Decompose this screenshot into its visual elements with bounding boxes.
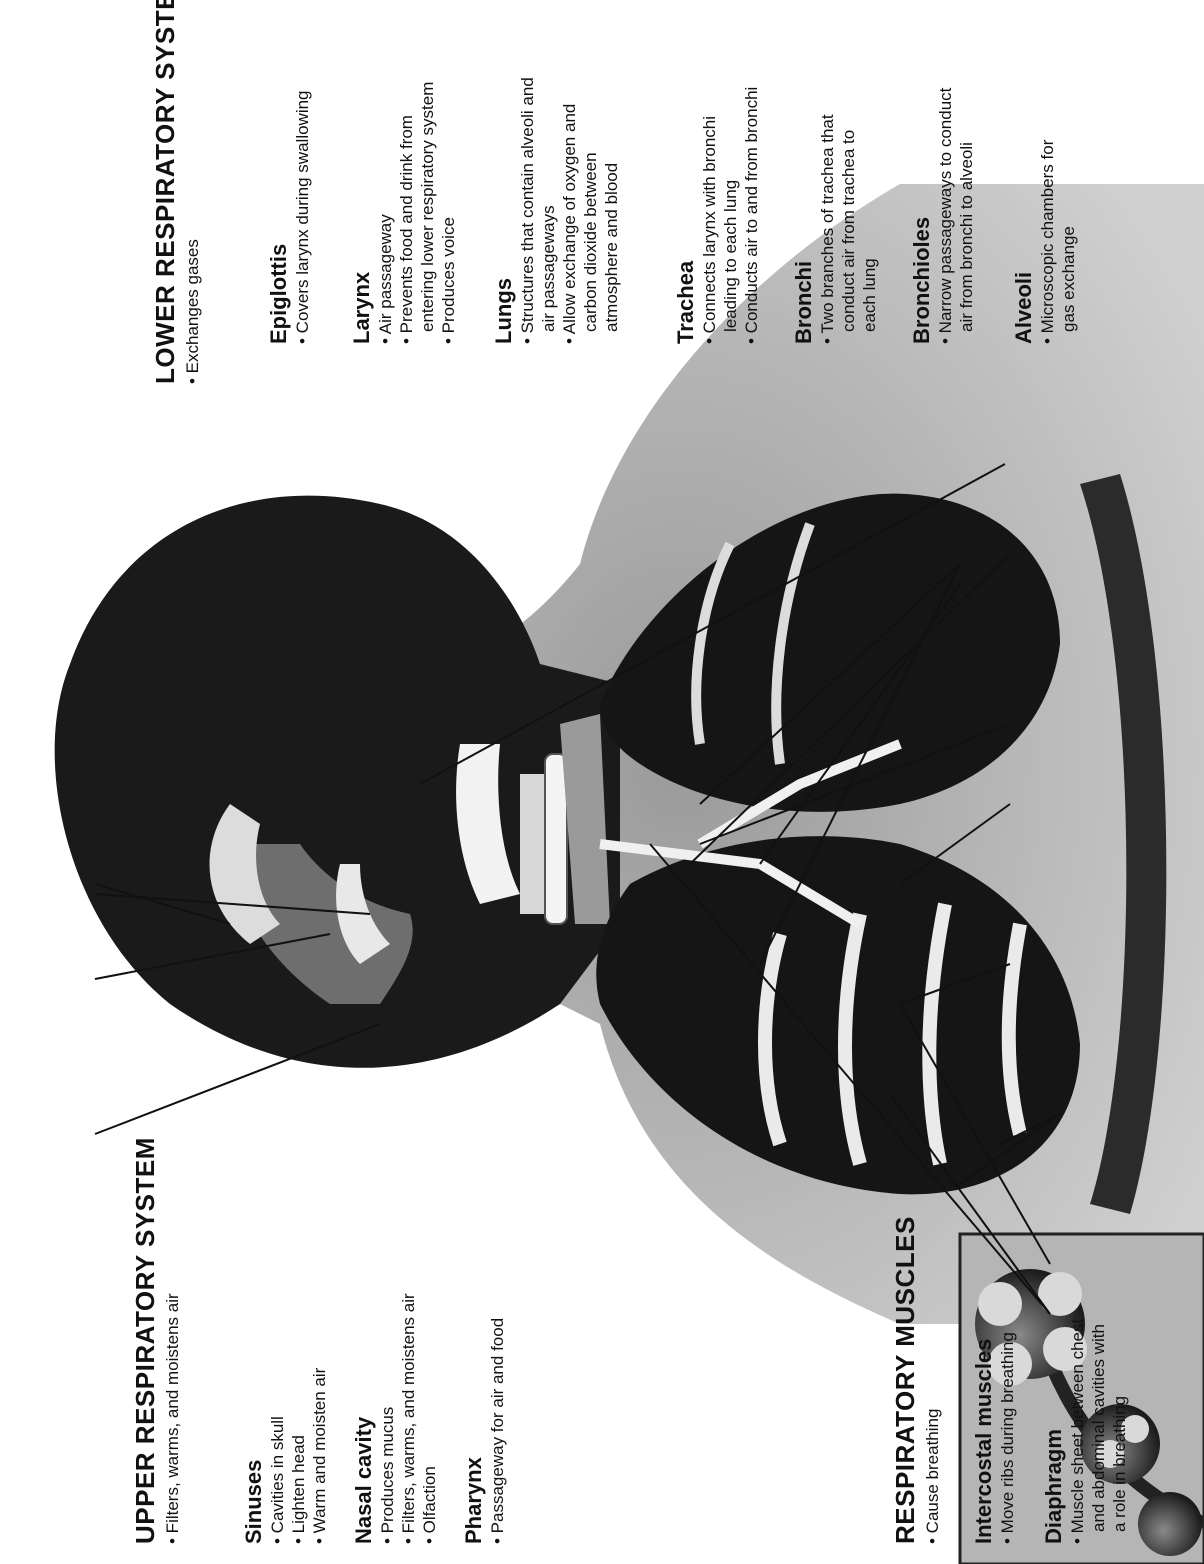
lower-system-subtitle: Exchanges gases <box>183 0 203 384</box>
pharynx-bullet: Passageway for air and food <box>487 1164 508 1544</box>
sinuses-name: Sinuses <box>240 1164 267 1544</box>
bronchi-bullet-cont: each lung <box>859 4 880 344</box>
muscles-header: RESPIRATORY MUSCLES Cause breathing <box>890 1216 943 1544</box>
intercostal-name: Intercostal muscles <box>970 1164 997 1544</box>
sinuses-bullet: Warm and moisten air <box>309 1164 330 1544</box>
diaphragm-name: Diaphragm <box>1040 1164 1067 1544</box>
label-diaphragm: Diaphragm Muscle sheet between chest and… <box>1040 1164 1130 1544</box>
lungs-bullet: Structures that contain alveoli and <box>517 4 538 344</box>
upper-system-title: UPPER RESPIRATORY SYSTEM <box>130 1137 161 1544</box>
diaphragm-bullet: Muscle sheet between chest <box>1067 1164 1088 1544</box>
muscles-subtitle: Cause breathing <box>923 1216 943 1544</box>
diaphragm-bullet-cont: a role in breathing <box>1109 1164 1130 1544</box>
bronchioles-bullet: Narrow passageways to conduct <box>935 4 956 344</box>
muscles-title: RESPIRATORY MUSCLES <box>890 1216 921 1544</box>
lungs-bullet-cont: air passageways <box>538 4 559 344</box>
bronchioles-name: Bronchioles <box>908 4 935 344</box>
label-bronchioles: Bronchioles Narrow passageways to conduc… <box>908 4 977 344</box>
larynx-name: Larynx <box>348 4 375 344</box>
lungs-bullet-cont: carbon dioxide between <box>580 4 601 344</box>
upper-system-header: UPPER RESPIRATORY SYSTEM Filters, warms,… <box>130 1137 183 1544</box>
bronchi-bullet: Two branches of trachea that <box>817 4 838 344</box>
larynx-bullet-cont: entering lower respiratory system <box>417 4 438 344</box>
bronchi-bullet-cont: conduct air from trachea to <box>838 4 859 344</box>
label-intercostal-muscles: Intercostal muscles Move ribs during bre… <box>970 1164 1018 1544</box>
label-pharynx: Pharynx Passageway for air and food <box>460 1164 508 1544</box>
trachea-bullet: Conducts air to and from bronchi <box>741 4 762 344</box>
label-nasal-cavity: Nasal cavity Produces mucus Filters, war… <box>350 1164 440 1544</box>
diaphragm-bullet-cont: and abdominal cavities with <box>1088 1164 1109 1544</box>
larynx-bullet: Produces voice <box>438 4 459 344</box>
bronchi-name: Bronchi <box>790 4 817 344</box>
trachea-name: Trachea <box>672 4 699 344</box>
label-epiglottis: Epiglottis Covers larynx during swallowi… <box>265 4 313 344</box>
sinuses-bullet: Lighten head <box>288 1164 309 1544</box>
label-sinuses: Sinuses Cavities in skull Lighten head W… <box>240 1164 330 1544</box>
nasal-cavity-bullet: Produces mucus <box>377 1164 398 1544</box>
lungs-bullet-cont: atmosphere and blood <box>601 4 622 344</box>
trachea-bullet-cont: leading to each lung <box>720 4 741 344</box>
label-bronchi: Bronchi Two branches of trachea that con… <box>790 4 880 344</box>
larynx-bullet: Air passageway <box>375 4 396 344</box>
bronchioles-bullet-cont: air from bronchi to alveoli <box>956 4 977 344</box>
lungs-bullet: Allow exchange of oxygen and <box>559 4 580 344</box>
alveoli-bullet-cont: gas exchange <box>1058 4 1079 344</box>
nasal-cavity-bullet: Olfaction <box>419 1164 440 1544</box>
epiglottis-bullet: Covers larynx during swallowing <box>292 4 313 344</box>
lower-system-header: LOWER RESPIRATORY SYSTEM Exchanges gases <box>150 0 203 384</box>
label-alveoli: Alveoli Microscopic chambers for gas exc… <box>1010 4 1079 344</box>
nasal-cavity-bullet: Filters, warms, and moistens air <box>398 1164 419 1544</box>
alveoli-name: Alveoli <box>1010 4 1037 344</box>
trachea-bullet: Connects larynx with bronchi <box>699 4 720 344</box>
lower-system-title: LOWER RESPIRATORY SYSTEM <box>150 0 181 384</box>
nasal-cavity-name: Nasal cavity <box>350 1164 377 1544</box>
label-lungs: Lungs Structures that contain alveoli an… <box>490 4 622 344</box>
sinuses-bullet: Cavities in skull <box>267 1164 288 1544</box>
intercostal-bullet: Move ribs during breathing <box>997 1164 1018 1544</box>
epiglottis-name: Epiglottis <box>265 4 292 344</box>
label-trachea: Trachea Connects larynx with bronchi lea… <box>672 4 762 344</box>
pharynx-name: Pharynx <box>460 1164 487 1544</box>
alveoli-bullet: Microscopic chambers for <box>1037 4 1058 344</box>
label-larynx: Larynx Air passageway Prevents food and … <box>348 4 459 344</box>
larynx-bullet: Prevents food and drink from <box>396 4 417 344</box>
upper-system-subtitle: Filters, warms, and moistens air <box>163 1137 183 1544</box>
lungs-name: Lungs <box>490 4 517 344</box>
